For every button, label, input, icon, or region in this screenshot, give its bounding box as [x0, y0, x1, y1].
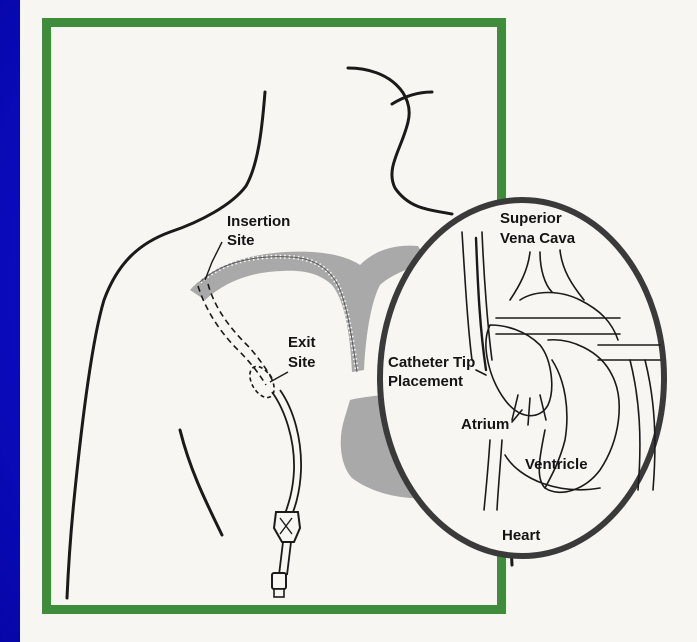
neck-right-contour — [348, 68, 452, 214]
catheter — [198, 257, 357, 597]
catheter-cap — [274, 589, 284, 597]
exit-site-label-1: Exit — [288, 334, 316, 351]
catheter-tip-label-2: Placement — [388, 373, 463, 390]
ventricle-label: Ventricle — [525, 456, 588, 473]
insertion-site-label-2: Site — [227, 232, 255, 249]
chin-contour — [392, 92, 432, 104]
shoulder-crease — [180, 430, 222, 535]
catheter-hub — [272, 573, 286, 589]
atrium-label: Atrium — [461, 416, 509, 433]
svc-label-1: Superior — [500, 210, 562, 227]
exit-site-label-2: Site — [288, 354, 316, 371]
neck-left-contour — [67, 92, 265, 598]
exit-leader — [270, 372, 288, 382]
catheter-tunnel-lower — [208, 284, 272, 378]
catheter-external-tube-right — [280, 390, 301, 520]
catheter-lower-tube — [279, 542, 291, 575]
heart-label: Heart — [502, 527, 540, 544]
catheter-tunnel-upper — [198, 286, 266, 385]
svc-label-2: Vena Cava — [500, 230, 576, 247]
catheter-tip-label-1: Catheter Tip — [388, 354, 475, 371]
insertion-site-label-1: Insertion — [227, 213, 290, 230]
